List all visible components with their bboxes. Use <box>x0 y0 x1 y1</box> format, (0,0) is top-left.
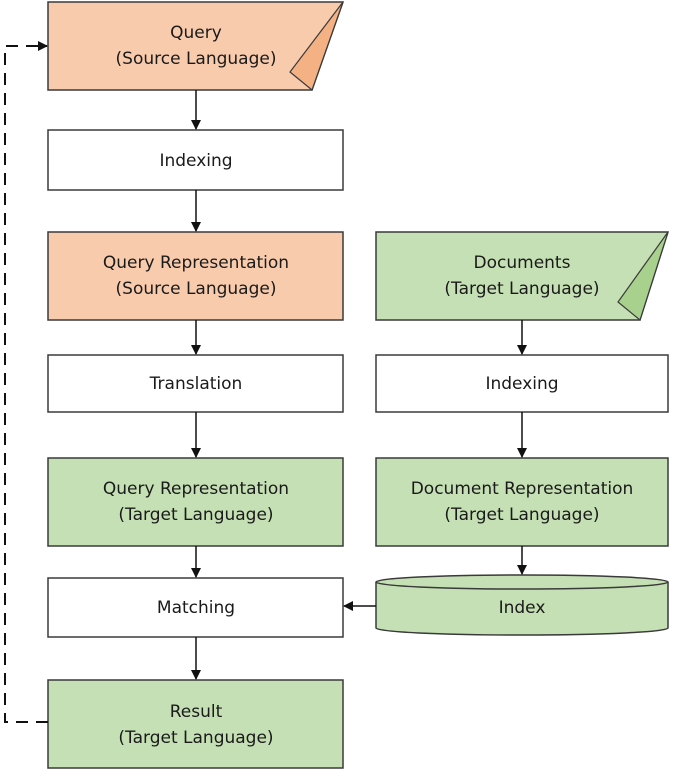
query-node: Query (Source Language) <box>47 1 345 92</box>
query-rep-source-sublabel: (Source Language) <box>116 279 277 299</box>
flow-arrows <box>4 41 527 723</box>
translation-node: Translation <box>47 354 344 413</box>
page-fold-icon <box>289 1 344 92</box>
feedback-dashed-arrow <box>4 41 48 723</box>
query-rep-target-label: Query Representation <box>103 479 289 499</box>
query-sublabel: (Source Language) <box>116 49 277 69</box>
indexing-left-node: Indexing <box>47 129 344 191</box>
document-rep-sublabel: (Target Language) <box>444 505 599 525</box>
query-rep-target-node: Query Representation (Target Language) <box>47 457 344 547</box>
index-database-node: Index <box>375 574 669 636</box>
translation-label: Translation <box>149 374 243 394</box>
result-node: Result (Target Language) <box>47 679 344 769</box>
documents-node: Documents (Target Language) <box>375 231 670 322</box>
query-rep-source-node: Query Representation (Source Language) <box>47 231 344 321</box>
result-sublabel: (Target Language) <box>118 728 273 748</box>
index-label: Index <box>499 598 546 618</box>
matching-node: Matching <box>47 577 344 638</box>
indexing-left-label: Indexing <box>159 151 232 171</box>
document-rep-node: Document Representation (Target Language… <box>375 457 669 547</box>
indexing-right-label: Indexing <box>485 374 558 394</box>
page-fold-icon <box>617 231 669 322</box>
documents-label: Documents <box>474 253 571 273</box>
query-rep-source-label: Query Representation <box>103 253 289 273</box>
query-rep-target-sublabel: (Target Language) <box>118 505 273 525</box>
document-rep-label: Document Representation <box>411 479 634 499</box>
matching-label: Matching <box>157 598 235 618</box>
result-label: Result <box>170 702 223 722</box>
documents-sublabel: (Target Language) <box>444 279 599 299</box>
indexing-right-node: Indexing <box>375 354 669 413</box>
query-label: Query <box>170 23 222 43</box>
